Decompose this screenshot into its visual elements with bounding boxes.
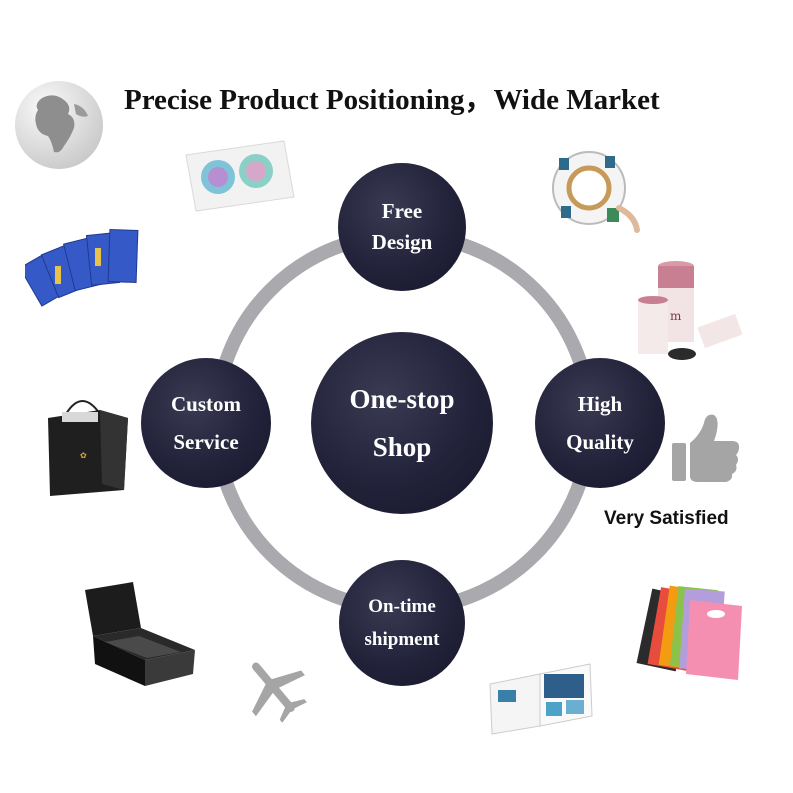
- gift-box-image: [75, 580, 210, 690]
- colored-bags-image: [634, 584, 756, 686]
- one-stop-shop-line1: One-stop: [349, 384, 455, 414]
- hologram-stickers-image: [178, 135, 298, 215]
- custom-service-line1: Custom: [170, 392, 241, 416]
- page-title: Precise Product Positioning，Wide Market: [124, 84, 660, 116]
- svg-text:m: m: [670, 309, 682, 323]
- custom-service-line2: Service: [173, 430, 239, 454]
- shopping-bag-image: ✿: [40, 388, 135, 498]
- one-stop-shop-node: One-stop Shop: [311, 332, 493, 514]
- airplane-icon: [238, 652, 310, 724]
- free-design-node: Free Design: [338, 163, 466, 291]
- high-quality-line1: High: [577, 392, 623, 416]
- on-time-shipment-line2: shipment: [364, 629, 440, 650]
- high-quality-line2: Quality: [566, 430, 634, 454]
- very-satisfied-label: Very Satisfied: [604, 508, 729, 529]
- globe-icon: [12, 78, 106, 172]
- one-stop-shop-line2: Shop: [372, 432, 432, 462]
- paper-tubes-image: m: [630, 260, 750, 365]
- thumbs-up-icon: [668, 413, 743, 485]
- label-roll-image: [545, 138, 645, 238]
- brochure-image: [484, 660, 596, 735]
- high-quality-node: High Quality: [535, 358, 665, 488]
- free-design-line1: Free: [381, 199, 423, 223]
- on-time-shipment-line1: On-time: [368, 596, 436, 617]
- svg-text:✿: ✿: [80, 451, 87, 460]
- tickets-image: [25, 218, 150, 308]
- on-time-shipment-node: On-time shipment: [339, 560, 465, 686]
- custom-service-node: Custom Service: [141, 358, 271, 488]
- free-design-line2: Design: [371, 230, 433, 254]
